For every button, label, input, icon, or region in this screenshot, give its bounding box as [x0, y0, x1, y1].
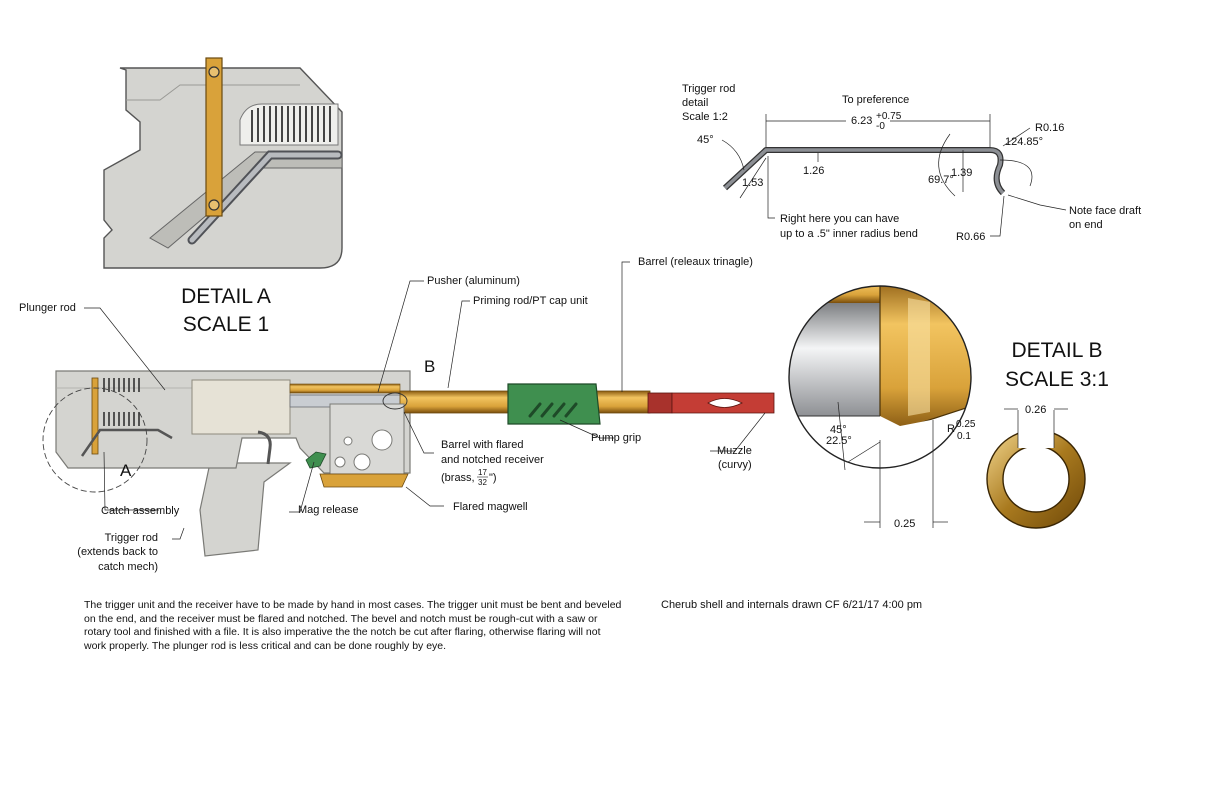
detail-b-scale: SCALE 3:1	[1005, 368, 1109, 391]
detail-b-title: DETAIL B	[1011, 339, 1102, 362]
pistol-grip	[199, 462, 292, 557]
trigger-rod-detail: Trigger rod detail Scale 1:2 To preferen…	[682, 83, 1141, 243]
dim-153: 1.53	[742, 177, 763, 189]
trigger-rod-detail-title-2: detail	[682, 97, 708, 109]
dim-b-ring: 0.26	[1025, 404, 1046, 416]
draft-note-1: Note face draft	[1069, 205, 1141, 217]
mag-release	[305, 451, 327, 469]
angle-b-225: 22.5°	[826, 435, 852, 447]
detail-b-view: 0.25 45° 22.5° R 0.25 0.1 DETAIL B SCALE…	[788, 285, 1109, 530]
draft-note-2: on end	[1069, 219, 1103, 231]
callout-brass-numerator: 17	[478, 468, 487, 477]
callout-barrel: Barrel (releaux trinagle)	[638, 256, 753, 268]
callout-barrel-receiver-1: Barrel with flared	[441, 439, 524, 451]
callout-muzzle-2: (curvy)	[718, 459, 752, 471]
dim-126: 1.26	[803, 165, 824, 177]
angle-12485: 124.85°	[1005, 136, 1043, 148]
main-springs	[103, 378, 140, 426]
callout-brass-suffix: ")	[489, 472, 497, 484]
angle-b-45: 45°	[830, 424, 847, 436]
trigger-rod-detail-title-1: Trigger rod	[682, 83, 735, 95]
to-preference-label: To preference	[842, 94, 909, 106]
angle-45-label: 45°	[697, 134, 714, 146]
callout-barrel-receiver-2: and notched receiver	[441, 454, 544, 466]
length-tol-plus: +0.75	[876, 111, 902, 122]
catch-bar	[91, 377, 99, 455]
callout-priming-rod: Priming rod/PT cap unit	[473, 295, 588, 307]
muzzle	[647, 392, 673, 414]
detail-b-marker: B	[424, 357, 435, 376]
detail-a-spring	[251, 106, 331, 142]
radius-b-r: R	[947, 423, 955, 435]
callout-pump-grip: Pump grip	[591, 432, 641, 444]
callout-plunger-rod: Plunger rod	[19, 302, 76, 314]
trigger-rod-detail-title-3: Scale 1:2	[682, 111, 728, 123]
magwell	[319, 473, 409, 488]
detail-a-catch-bar	[205, 57, 223, 217]
callout-trigger-rod-3: catch mech)	[98, 561, 158, 573]
callout-flared-magwell: Flared magwell	[453, 501, 528, 513]
bend-note-1: Right here you can have	[780, 213, 899, 225]
detail-a-scale: SCALE 1	[183, 313, 269, 336]
callout-trigger-rod-2: (extends back to	[77, 546, 158, 558]
angle-697: 69.7°	[928, 174, 954, 186]
callout-pusher: Pusher (aluminum)	[427, 275, 520, 287]
bend-note-2: up to a .5" inner radius bend	[780, 228, 918, 240]
length-dim: 6.23	[851, 115, 872, 127]
detail-a-view: DETAIL A SCALE 1	[103, 57, 343, 336]
callout-brass-denominator: 32	[478, 478, 487, 487]
detail-a-title: DETAIL A	[181, 285, 271, 308]
callout-trigger-rod-1: Trigger rod	[105, 532, 158, 544]
callout-muzzle-1: Muzzle	[717, 445, 752, 457]
drawing-credit: Cherub shell and internals drawn CF 6/21…	[661, 599, 923, 611]
dim-139: 1.39	[951, 167, 972, 179]
callout-brass-prefix: (brass,	[441, 472, 475, 484]
r066-label: R0.66	[956, 231, 985, 243]
dim-b-width: 0.25	[894, 518, 915, 530]
callouts	[84, 261, 766, 540]
radius-b-a: 0.25	[956, 419, 976, 430]
callout-mag-release: Mag release	[298, 504, 359, 516]
main-assembly: A B	[42, 357, 775, 557]
callout-catch-assembly: Catch assembly	[101, 505, 180, 517]
r016-label: R0.16	[1035, 122, 1064, 134]
notes-paragraph: The trigger unit and the receiver have t…	[84, 599, 622, 652]
plunger-tube	[191, 379, 291, 435]
pump-grip	[507, 383, 601, 425]
detail-a-marker: A	[120, 461, 132, 480]
length-tol-minus: -0	[876, 121, 885, 132]
radius-b-b: 0.1	[957, 431, 971, 442]
